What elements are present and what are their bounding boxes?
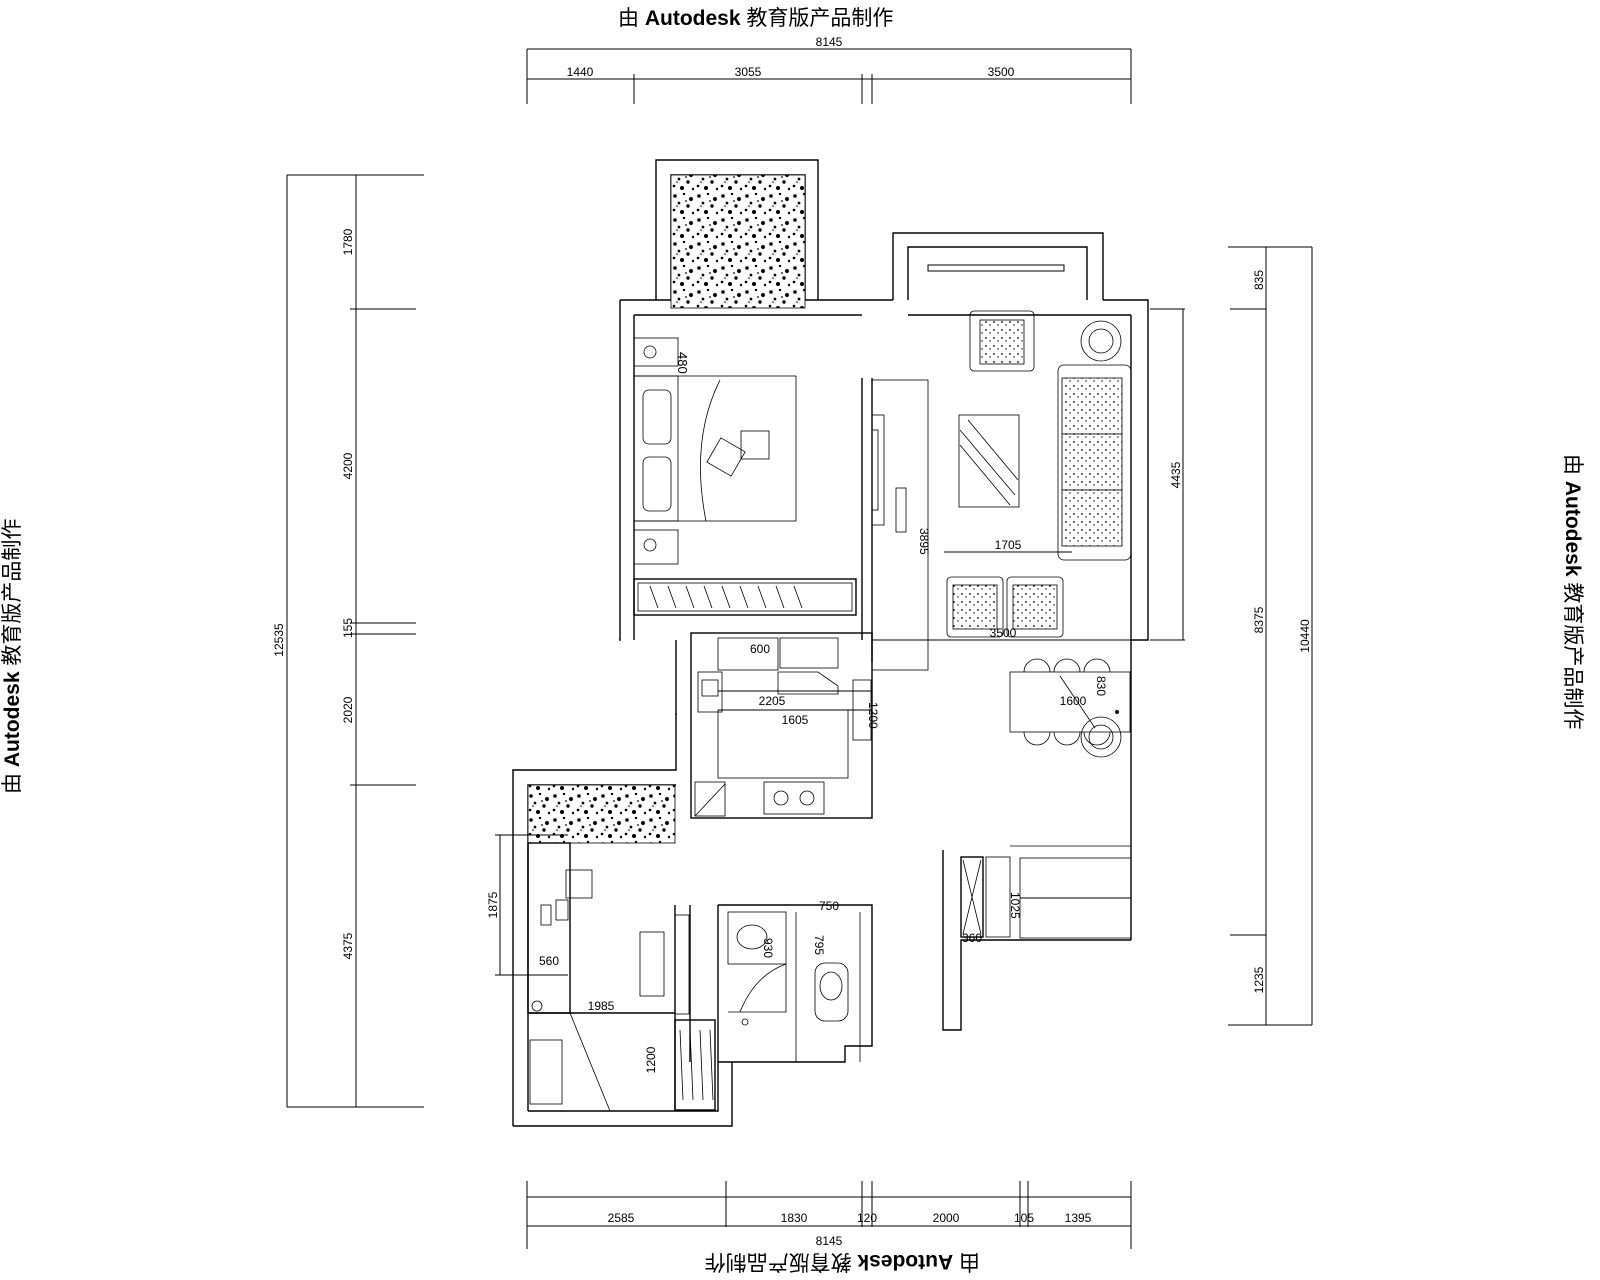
top-dim-2: 3055 (735, 65, 762, 79)
bottom-dim-5: 105 (1014, 1211, 1034, 1225)
study-dim-560: 560 (539, 954, 559, 968)
outer-walls (512, 159, 1149, 1127)
bathroom (717, 905, 861, 1062)
kitchen-dim-600: 600 (750, 642, 770, 656)
left-dim-5: 4375 (341, 932, 355, 959)
bed-dim-480: 480 (675, 352, 690, 374)
living-dim-1705: 1705 (995, 538, 1022, 552)
study-dim-1875: 1875 (486, 891, 500, 918)
right-dimension-lines (1150, 246, 1313, 1026)
balcony-planter-top (670, 174, 806, 309)
left-dim-2: 4200 (341, 452, 355, 479)
study-room (495, 834, 716, 1112)
bath-dim-930: 930 (761, 938, 775, 958)
bottom-dimension-lines (526, 1181, 1132, 1249)
study-dim-1985: 1985 (588, 999, 615, 1013)
top-dimension-lines (526, 48, 1132, 104)
living-room-furniture (872, 310, 1132, 758)
top-dim-3: 3500 (988, 65, 1015, 79)
balcony-planter-study (527, 784, 676, 844)
bottom-dim-2: 1830 (781, 1211, 808, 1225)
bath-dim-795: 795 (812, 935, 826, 955)
bottom-dim-4: 2000 (933, 1211, 960, 1225)
bottom-dim-3: 120 (857, 1211, 877, 1225)
table-dim-830: 830 (1094, 676, 1108, 696)
right-dim-3: 1235 (1252, 966, 1266, 993)
living-window (927, 264, 1065, 272)
table-dim-1600: 1600 (1060, 694, 1087, 708)
dining-table (1009, 658, 1131, 746)
kitchen-dim-1200: 1200 (866, 702, 880, 729)
left-dim-4: 2020 (341, 696, 355, 723)
bottom-total-dim: 8145 (816, 1234, 843, 1248)
left-dimension-lines (286, 174, 424, 1108)
kitchen-dim-2205: 2205 (759, 694, 786, 708)
top-total-dim: 8145 (816, 35, 843, 49)
entry-dim-1025: 1025 (1008, 892, 1022, 919)
tv-wall (871, 379, 929, 671)
wardrobe-dim-1200: 1200 (644, 1046, 658, 1073)
entry-cabinet (960, 845, 1132, 939)
right-dim-2: 4435 (1169, 461, 1183, 488)
living-dim-3500: 3500 (990, 626, 1017, 640)
master-bedroom (633, 337, 873, 662)
tv-wall-dim: 3895 (917, 528, 931, 555)
left-dim-1: 1780 (341, 228, 355, 255)
top-dim-1: 1440 (567, 65, 594, 79)
right-inner-dim: 8375 (1252, 606, 1266, 633)
watermark-top: 由 Autodesk 教育版产品制作 (618, 7, 894, 30)
left-dim-3: 155 (341, 618, 355, 638)
kitchen-dim-1605: 1605 (782, 713, 809, 727)
right-dim-1: 835 (1252, 270, 1266, 290)
left-total-dim: 12535 (272, 623, 286, 657)
bottom-dim-6: 1395 (1065, 1211, 1092, 1225)
kitchen (675, 632, 873, 819)
entry-dim-360: 360 (962, 931, 982, 945)
bottom-dim-1: 2585 (608, 1211, 635, 1225)
right-total-dim: 10440 (1298, 619, 1312, 653)
bath-dim-750: 750 (819, 899, 839, 913)
